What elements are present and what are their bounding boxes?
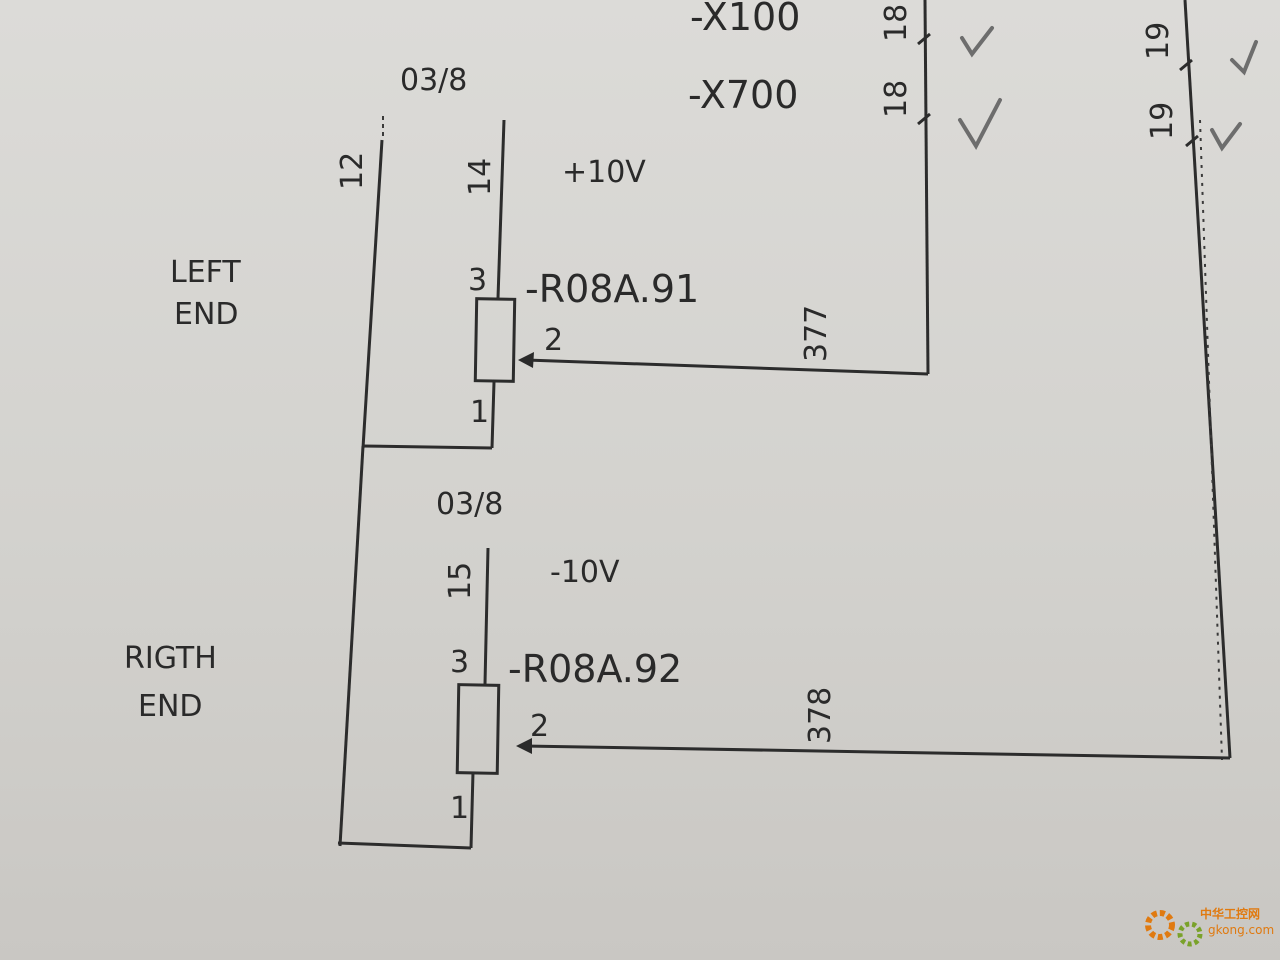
terminal-19-bottom-mark [1185, 134, 1199, 148]
bottom-pot-ref: 03/8 [436, 487, 503, 522]
connector-x100: -X100 [690, 0, 800, 39]
wire-14-label: 14 [463, 158, 498, 196]
left-end-label-line1: LEFT [170, 255, 241, 290]
bottom-pot-pin1: 1 [450, 791, 469, 826]
terminal-18-top-mark [917, 32, 931, 46]
wire-378-riser [1183, 0, 1232, 759]
terminal-18-bottom: 18 [879, 80, 914, 118]
wire-377-label: 377 [799, 305, 834, 362]
top-pot-pin2: 2 [544, 323, 563, 358]
bottom-pot-designator: -R08A.92 [508, 647, 682, 691]
pencil-check-1 [960, 26, 994, 58]
wire-378-ghost [1199, 119, 1223, 761]
pencil-check-4 [1210, 122, 1242, 152]
bottom-pot-voltage: -10V [550, 555, 620, 590]
wire-378 [523, 744, 1231, 760]
top-wiper-arrow [518, 352, 534, 368]
wire-bottom-pin1 [469, 771, 475, 849]
wire-377-riser [923, 0, 930, 375]
common-rail [338, 445, 365, 847]
wire-377 [525, 358, 929, 376]
watermark-site: gkong.com [1208, 923, 1274, 937]
top-pot-designator: -R08A.91 [525, 267, 699, 311]
wire-15 [483, 547, 490, 685]
terminal-19-top: 19 [1141, 22, 1176, 60]
pencil-check-2 [958, 98, 1002, 151]
terminal-18-top: 18 [879, 4, 914, 42]
wire-top-pin1 [490, 381, 496, 449]
wire-12 [361, 139, 384, 449]
wire-378-label: 378 [803, 687, 838, 744]
top-pot-pin3: 3 [468, 263, 487, 298]
wire-15-label: 15 [443, 562, 478, 600]
top-pot-pin1: 1 [470, 395, 489, 430]
top-pot-voltage: +10V [562, 155, 646, 190]
right-end-label-line1: RIGTH [124, 641, 217, 676]
left-end-label-line2: END [174, 297, 239, 332]
terminal-18-bottom-mark [917, 112, 931, 126]
terminal-19-bottom: 19 [1145, 102, 1180, 140]
wire-14 [496, 119, 506, 299]
wire-12-label: 12 [335, 152, 370, 190]
terminal-19-top-mark [1179, 58, 1193, 72]
right-end-label-line2: END [138, 689, 203, 724]
bottom-pot-pin3: 3 [450, 645, 469, 680]
gkong-watermark: 中华工控网 gkong.com [1145, 906, 1274, 947]
pencil-check-3 [1230, 40, 1258, 76]
top-potentiometer-body [473, 297, 517, 383]
gear-icon-small [1177, 921, 1203, 947]
bottom-wiper-arrow [516, 738, 532, 754]
bottom-potentiometer-body [455, 683, 501, 775]
watermark-name: 中华工控网 [1200, 906, 1260, 921]
wire-top-pin1-link [361, 444, 493, 450]
gear-icon [1145, 910, 1175, 940]
connector-x700: -X700 [688, 73, 798, 117]
wire-bottom-pin1-link [337, 841, 472, 850]
bottom-pot-pin2: 2 [530, 709, 549, 744]
top-pot-ref: 03/8 [400, 63, 467, 98]
